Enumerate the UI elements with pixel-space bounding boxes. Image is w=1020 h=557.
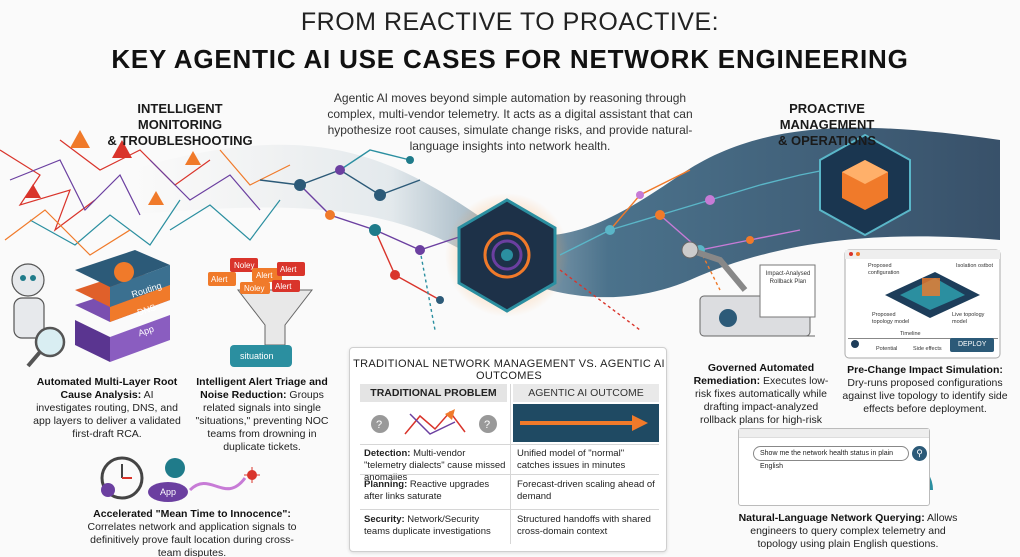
rollback-plan-label: Impact-Analysed Rollback Plan <box>765 271 811 285</box>
table-cell-problem: Security: Network/Security teams duplica… <box>364 514 506 538</box>
use-case-mtti: Accelerated "Mean Time to Innocence": Co… <box>82 508 302 557</box>
remediation-illustration <box>681 241 816 337</box>
table-cell-outcome: Structured handoffs with shared cross-do… <box>517 514 651 537</box>
table-cell-problem: Detection: Multi-vendor "telemetry diale… <box>364 448 506 484</box>
alert-label: Alert <box>280 265 297 274</box>
row-divider <box>360 474 659 475</box>
flow-ribbon <box>130 127 1000 298</box>
window-titlebar <box>739 429 929 438</box>
table-cell-outcome: Forecast-driven scaling ahead of demand <box>517 479 655 502</box>
use-case-title: Governed Automated Remediation: <box>693 362 815 387</box>
use-case-body: Groups related signals into single "situ… <box>195 389 329 453</box>
svg-text:?: ? <box>376 419 382 431</box>
warning-icons <box>25 130 201 205</box>
row-divider <box>360 444 659 445</box>
sim-label: Potential <box>876 346 898 352</box>
problem-text: Network/Security teams duplicate investi… <box>364 514 491 537</box>
use-case-title: Accelerated "Mean Time to Innocence": <box>93 508 291 520</box>
table-cell-problem: Planning: Reactive upgrades after links … <box>364 479 506 503</box>
use-case-triage: Intelligent Alert Triage and Noise Reduc… <box>188 376 336 454</box>
search-icon[interactable]: ⚲ <box>912 446 927 461</box>
use-case-body: Allows engineers to query complex teleme… <box>750 512 958 550</box>
comparison-illustration: ? ? <box>371 404 659 442</box>
sim-label: Isolation ostbot <box>956 263 993 269</box>
robot-illustration <box>11 263 66 368</box>
use-case-title: Intelligent Alert Triage and Noise Reduc… <box>196 376 328 401</box>
sim-label: Proposed configuration <box>868 263 900 276</box>
stopwatch-flow <box>100 456 260 502</box>
network-nodes <box>294 156 444 304</box>
page-title-line1: FROM REACTIVE TO PROACTIVE: <box>300 8 720 36</box>
row-label: Planning: <box>364 479 408 490</box>
use-case-body: Dry-runs proposed configurations against… <box>842 377 1008 415</box>
alert-label: Alert <box>211 275 228 284</box>
nl-query-window: Show me the network health status in pla… <box>738 428 930 506</box>
sim-label: Proposed topology model <box>872 312 910 325</box>
section-title-management: PROACTIVE MANAGEMENT & OPERATIONS <box>778 101 876 148</box>
use-case-title: Natural-Language Network Querying: <box>738 512 925 524</box>
use-case-body: AI investigates routing, DNS, and app la… <box>33 389 181 440</box>
app-label: App <box>160 487 177 497</box>
svg-text:?: ? <box>484 419 490 431</box>
alert-label: Alert <box>256 271 273 280</box>
sim-label: Live topology model <box>952 312 985 325</box>
comparison-table: TRADITIONAL NETWORK MANAGEMENT VS. AGENT… <box>349 347 667 552</box>
ai-core-hexagon <box>445 193 569 317</box>
alert-label: Noley <box>234 261 255 270</box>
use-case-querying: Natural-Language Network Querying: Allow… <box>738 512 958 551</box>
problem-text: Reactive upgrades after links saturate <box>364 479 490 502</box>
column-header-agentic: AGENTIC AI OUTCOME <box>513 384 659 402</box>
chaotic-network <box>0 139 291 256</box>
layer-stack <box>75 250 170 362</box>
simulation-window <box>844 249 1001 359</box>
section-title-monitoring: INTELLIGENT MONITORING & TROUBLESHOOTING <box>107 101 253 148</box>
use-case-simulation: Pre-Change Impact Simulation: Dry-runs p… <box>840 364 1010 416</box>
alert-funnel <box>208 258 314 367</box>
deploy-button[interactable]: DEPLOY <box>958 341 987 348</box>
situation-label: situation <box>240 351 274 361</box>
use-case-rca: Automated Multi-Layer Root Cause Analysi… <box>32 376 182 441</box>
column-header-traditional: TRADITIONAL PROBLEM <box>360 384 507 402</box>
sim-label: Side effects <box>913 346 942 352</box>
use-case-body: Correlates network and application signa… <box>87 521 297 557</box>
alert-label: Alert <box>275 282 292 291</box>
alert-label: Noley <box>244 284 265 293</box>
use-case-remediation: Governed Automated Remediation: Executes… <box>686 362 836 440</box>
use-case-title: Pre-Change Impact Simulation: <box>847 364 1003 376</box>
intro-text: Agentic AI moves beyond simple automatio… <box>327 91 693 153</box>
row-divider <box>360 509 659 510</box>
comparison-title: TRADITIONAL NETWORK MANAGEMENT VS. AGENT… <box>353 358 665 382</box>
row-label: Security: <box>364 514 405 525</box>
table-cell-outcome: Unified model of "normal" catches issues… <box>517 448 626 471</box>
sim-label: Timeline <box>900 331 921 337</box>
search-input[interactable]: Show me the network health status in pla… <box>753 446 909 470</box>
column-divider <box>510 384 511 544</box>
use-case-title: Automated Multi-Layer Root Cause Analysi… <box>36 376 178 401</box>
orchestration-cube <box>819 133 911 237</box>
problem-text: Multi-vendor "telemetry dialects" cause … <box>364 448 506 483</box>
row-label: Detection: <box>364 448 411 459</box>
page-title-line2: KEY AGENTIC AI USE CASES FOR NETWORK ENG… <box>111 44 909 74</box>
